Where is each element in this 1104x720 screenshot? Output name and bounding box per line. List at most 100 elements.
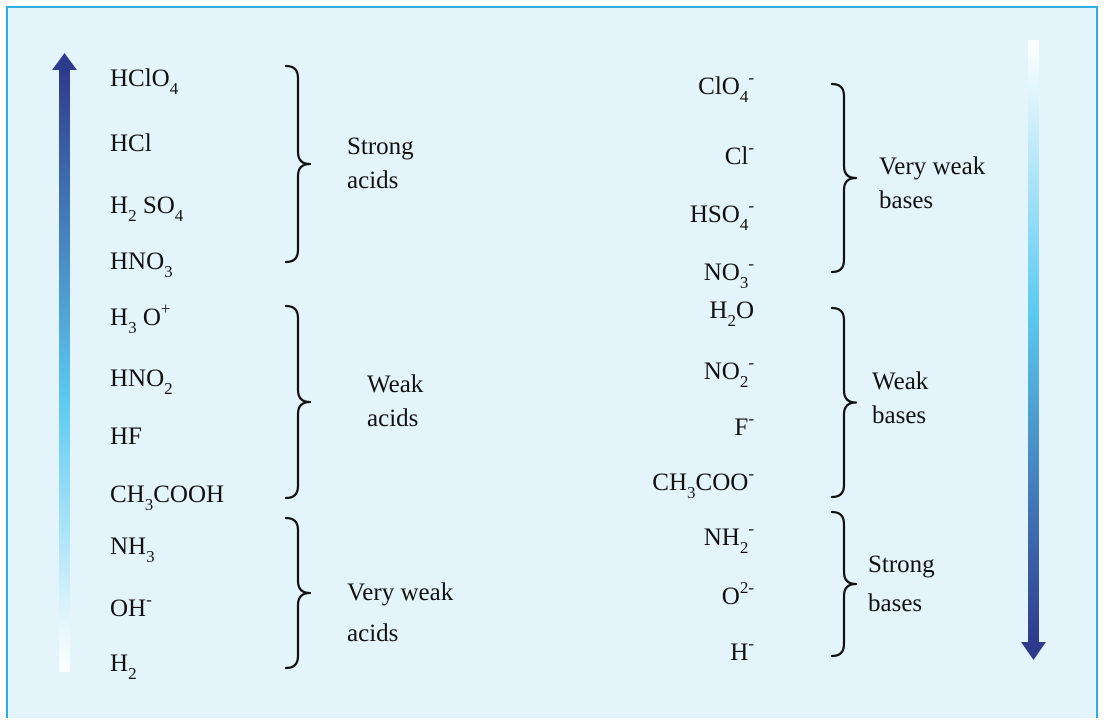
base-formula: ClO4-: [698, 68, 754, 106]
acid-formula-part: NH: [110, 533, 146, 560]
acid-formula-part: H: [110, 304, 128, 331]
acid-group-label-line: acids: [367, 405, 418, 432]
base-formula-part: 2-: [740, 578, 755, 597]
acid-formula-part: -: [146, 590, 152, 609]
base-group-label-line: Very weak: [879, 153, 986, 180]
acid-formula: NH3: [110, 533, 155, 566]
base-formula-part: 2: [727, 311, 736, 330]
base-formula-part: 4: [740, 87, 749, 106]
base-group-label-line: bases: [868, 590, 922, 617]
base-formula-part: NH: [704, 524, 740, 551]
base-formula: H2O: [709, 297, 754, 330]
base-group-brace: [830, 306, 858, 499]
base-formula-part: ClO: [698, 73, 740, 100]
acid-formula: HNO3: [110, 248, 173, 281]
acid-formula: CH3COOH: [110, 481, 224, 514]
acid-formula-part: O: [137, 304, 161, 331]
base-group-label: Strong bases: [868, 551, 935, 617]
acid-group-label-line: acids: [347, 620, 398, 647]
acid-formula: OH-: [110, 590, 152, 622]
base-formula-part: 2: [740, 372, 749, 391]
base-group-label-line: Strong: [868, 551, 935, 578]
acid-group-label: Very weak acids: [347, 579, 454, 647]
acid-formula-part: HClO: [110, 65, 170, 92]
acid-formula-part: HNO: [110, 365, 164, 392]
base-formula: NH2-: [704, 519, 755, 557]
base-formula-part: -: [748, 68, 754, 87]
base-formula-part: COO: [696, 469, 749, 496]
acid-formula-part: HCl: [110, 130, 152, 157]
base-formula-part: Cl: [725, 143, 749, 170]
base-formula: H-: [730, 634, 754, 666]
acid-group-label-line: Strong: [347, 133, 414, 160]
base-formula-part: -: [748, 409, 754, 428]
base-group-brace: [830, 82, 858, 274]
base-formula-part: O: [736, 297, 754, 324]
base-formula-part: O: [722, 583, 740, 610]
acid-group-label: Weak acids: [367, 371, 424, 432]
acid-formula-part: 3: [145, 495, 154, 514]
acid-formula-part: H: [110, 650, 128, 677]
base-group-label-line: bases: [872, 402, 926, 429]
base-formula: CH3COO-: [652, 464, 754, 502]
acid-formula: H2 SO4: [110, 192, 184, 225]
base-formula-part: 3: [740, 273, 749, 292]
base-group-label-line: Weak: [872, 368, 929, 395]
base-formula: Cl-: [725, 138, 755, 170]
acid-formula-part: 4: [175, 206, 184, 225]
base-formula-part: HSO: [690, 201, 740, 228]
acid-formula-part: HF: [110, 423, 142, 450]
acid-formula-part: 3: [128, 318, 137, 337]
acid-group-brace: [284, 64, 312, 264]
base-formula: NO2-: [704, 353, 755, 391]
base-formula-part: 3: [687, 483, 696, 502]
base-formula-part: -: [748, 254, 754, 273]
base-formula-part: -: [748, 464, 754, 483]
acid-formula-part: HNO: [110, 248, 164, 275]
acid-formula: H3 O+: [110, 299, 170, 337]
base-formula: F-: [734, 409, 754, 441]
base-formula-part: -: [748, 353, 754, 372]
acid-group-brace: [284, 516, 312, 670]
acid-formula-part: 2: [128, 664, 137, 683]
acid-formula: HF: [110, 423, 142, 450]
base-formula-part: 2: [740, 538, 749, 557]
arrow-up-icon: [52, 53, 77, 672]
acid-formula: HCl: [110, 130, 152, 157]
base-formula-part: NO: [704, 358, 740, 385]
base-formula-part: CH: [652, 469, 687, 496]
acid-group-label: Strong acids: [347, 133, 414, 194]
acid-formula-part: OH: [110, 595, 146, 622]
acid-formula-part: CH: [110, 481, 145, 508]
base-group-label: Weak bases: [872, 368, 929, 429]
base-formula: HSO4-: [690, 196, 755, 234]
base-formula: O2-: [722, 578, 755, 610]
acid-group-brace: [284, 304, 312, 500]
base-formula-part: -: [748, 519, 754, 538]
base-formula: NO3-: [704, 254, 755, 292]
arrow-down-icon: [1021, 40, 1046, 660]
acid-formula: H2: [110, 650, 137, 683]
base-formula-part: -: [748, 138, 754, 157]
acid-formula-part: 4: [170, 79, 179, 98]
base-formula-part: F: [734, 414, 748, 441]
base-formula-part: 4: [740, 215, 749, 234]
acid-group-label-line: Very weak: [347, 579, 454, 606]
base-formula-part: -: [748, 634, 754, 653]
acid-formula-part: COOH: [153, 481, 224, 508]
acid-group-label-line: acids: [347, 167, 398, 194]
base-formula-part: H: [730, 639, 748, 666]
base-formula-part: NO: [704, 259, 740, 286]
acid-formula: HNO2: [110, 365, 173, 398]
base-formula-part: H: [709, 297, 727, 324]
acid-formula: HClO4: [110, 65, 179, 98]
acid-group-label-line: Weak: [367, 371, 424, 398]
base-group-brace: [830, 510, 858, 658]
acid-formula-part: 3: [164, 262, 173, 281]
acid-formula-part: H: [110, 192, 128, 219]
acid-formula-part: 2: [128, 206, 137, 225]
acid-formula-part: 3: [146, 547, 155, 566]
